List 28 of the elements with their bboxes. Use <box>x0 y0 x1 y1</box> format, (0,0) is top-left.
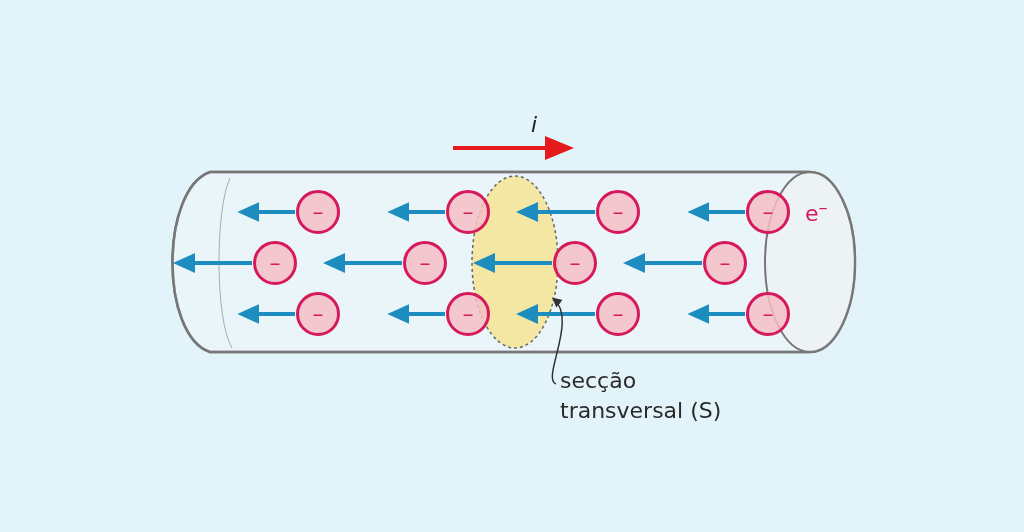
electron-circle: – <box>596 190 640 234</box>
electron-symbol: e$^{–}$ <box>805 196 828 227</box>
electron-circle: – <box>746 190 790 234</box>
arrow <box>687 202 745 222</box>
electron-circle: – <box>403 241 447 285</box>
electron-circle: – <box>596 292 640 336</box>
arrow <box>237 202 295 222</box>
electron-circle: – <box>553 241 597 285</box>
electron-circle: – <box>703 241 747 285</box>
electron-circle: – <box>446 190 490 234</box>
electron-circle: – <box>746 292 790 336</box>
leader-line <box>551 297 563 385</box>
electron-circle: – <box>296 292 340 336</box>
arrow <box>173 253 252 273</box>
caption-text: secção transversal (S) <box>560 366 750 426</box>
arrow <box>237 304 295 324</box>
arrow <box>516 202 595 222</box>
arrow <box>687 304 745 324</box>
current-symbol: i <box>531 112 538 137</box>
arrow <box>387 202 445 222</box>
electron-circle: – <box>446 292 490 336</box>
arrow <box>387 304 445 324</box>
electron-circle: – <box>296 190 340 234</box>
arrow <box>473 253 552 273</box>
arrow <box>323 253 402 273</box>
arrow <box>623 253 702 273</box>
arrow <box>516 304 595 324</box>
electron-circle: – <box>253 241 297 285</box>
